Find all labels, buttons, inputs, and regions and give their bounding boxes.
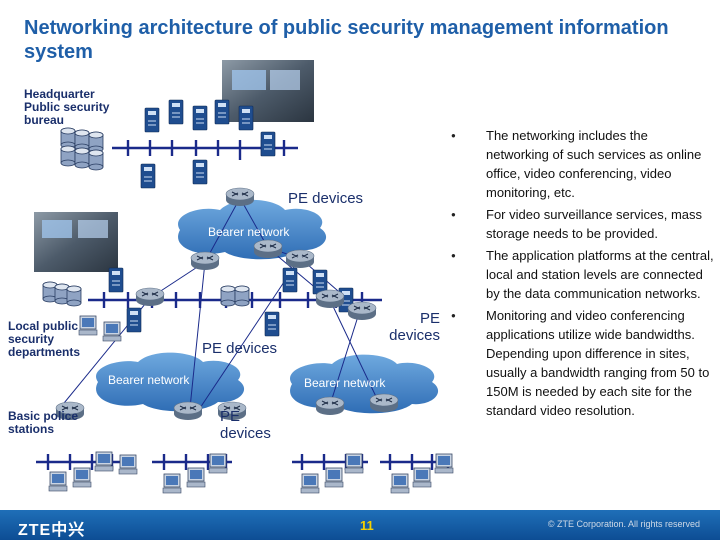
hq-label: Headquarter Public security bureau xyxy=(24,87,110,127)
bearer-network-label-right: Bearer network xyxy=(304,376,386,390)
page-number: 11 xyxy=(360,518,374,533)
bullet-list: The networking includes the networking o… xyxy=(448,126,714,423)
bullet-item: For video surveillance services, mass st… xyxy=(448,205,714,243)
bullet-item: The application platforms at the central… xyxy=(448,246,714,303)
page-title: Networking architecture of public securi… xyxy=(24,17,669,63)
pe-devices-label-top: PE devices xyxy=(288,190,364,207)
basic-label: Basic police stations xyxy=(8,409,79,436)
company-logo: ZTE中兴 xyxy=(18,522,86,539)
bullet-item: The networking includes the networking o… xyxy=(448,126,714,202)
bullet-item: Monitoring and video conferencing applic… xyxy=(448,306,714,420)
footer-bar: ZTE中兴 11 © ZTE Corporation. All rights r… xyxy=(0,510,720,540)
photo-icon xyxy=(222,60,314,122)
pe-devices-label-bottom: PE devices xyxy=(220,408,271,442)
bearer-network-label-top: Bearer network xyxy=(208,225,290,239)
copyright-text: © ZTE Corporation. All rights reserved xyxy=(547,519,700,529)
pe-devices-label-mid-right: PE devices xyxy=(389,310,440,344)
computer-icon xyxy=(118,454,138,475)
database-icon xyxy=(60,127,104,171)
network-diagram: Bearer network Bearer network Bearer net… xyxy=(34,60,454,494)
bearer-network-label-left: Bearer network xyxy=(108,373,190,387)
pe-devices-label-mid-left: PE devices xyxy=(202,340,278,357)
local-label: Local public security departments xyxy=(8,319,81,359)
